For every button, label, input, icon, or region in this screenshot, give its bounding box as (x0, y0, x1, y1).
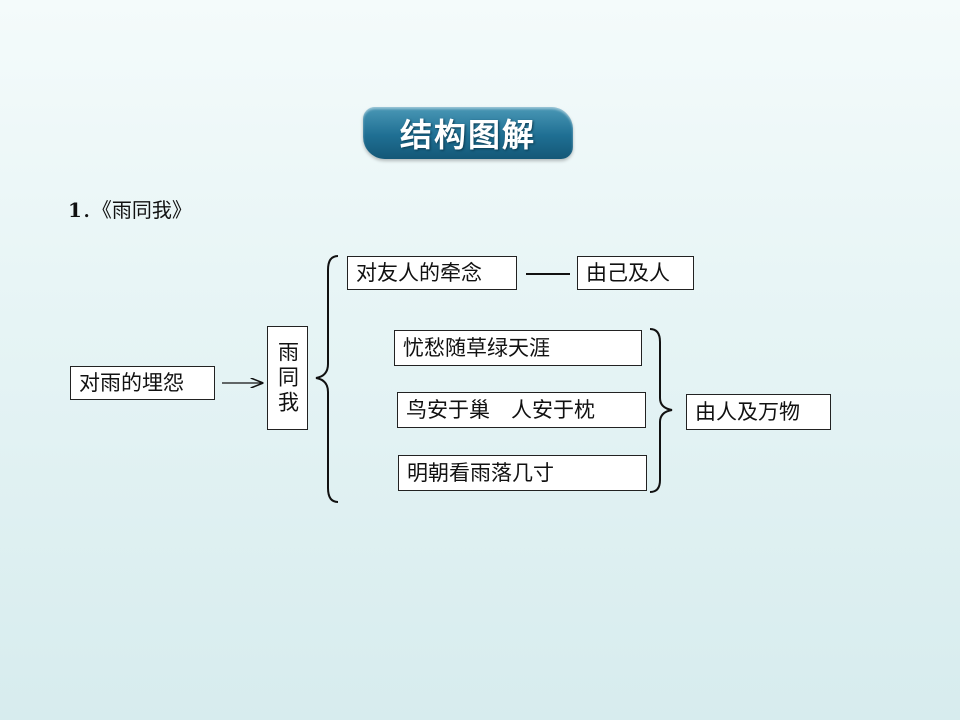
box-bottom-result: 由人及万物 (686, 394, 831, 430)
box-center: 雨同我 (267, 326, 308, 430)
section-number: 1 (68, 198, 82, 222)
box-line-1: 忧愁随草绿天涯 (394, 330, 642, 366)
title-badge-text: 结构图解 (399, 116, 536, 154)
title-badge: 结构图解 (363, 107, 573, 159)
box-line-2: 鸟安于巢 人安于枕 (397, 392, 646, 428)
box-top-branch: 对友人的牵念 (347, 256, 517, 290)
section-title: ．《雨同我》 (81, 198, 192, 222)
box-top-result: 由己及人 (577, 256, 694, 290)
right-brace (649, 328, 673, 493)
section-heading: 1．《雨同我》 (68, 194, 192, 223)
left-brace (315, 255, 339, 503)
box-line-3: 明朝看雨落几寸 (398, 455, 647, 491)
box-start: 对雨的埋怨 (70, 366, 215, 400)
